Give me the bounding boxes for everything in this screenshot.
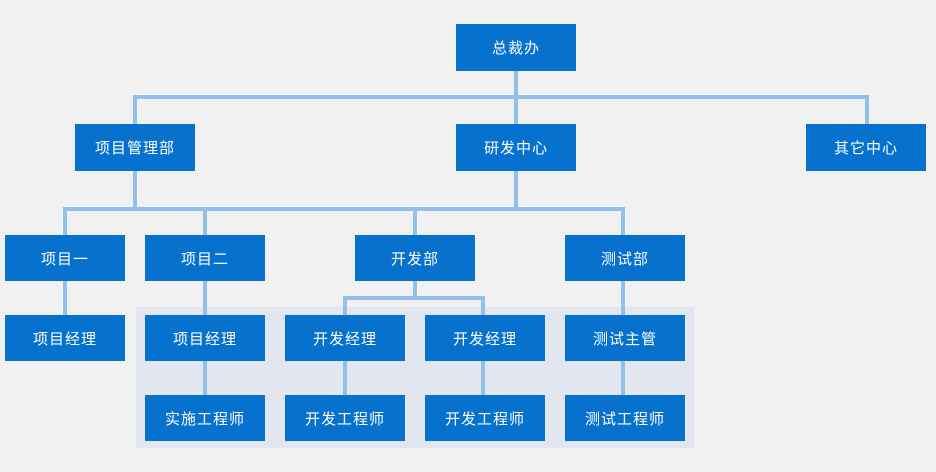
connector-drop-test-dept <box>621 207 625 235</box>
connector-drop-project-mgmt <box>133 95 137 125</box>
node-implementation-engineer[interactable]: 实施工程师 <box>145 395 265 441</box>
connector-rnd-center-down <box>514 171 518 207</box>
node-other-center[interactable]: 其它中心 <box>806 124 926 171</box>
node-project-manager-one[interactable]: 项目经理 <box>5 315 125 361</box>
node-project-manager-two[interactable]: 项目经理 <box>145 315 265 361</box>
connector-bus-level2 <box>133 95 869 99</box>
node-dev-engineer-two[interactable]: 开发工程师 <box>425 395 545 441</box>
connector-drop-other-center <box>865 95 869 125</box>
connector-dev-manager-two-to-engineer <box>481 361 485 395</box>
node-test-engineer[interactable]: 测试工程师 <box>565 395 685 441</box>
node-test-supervisor[interactable]: 测试主管 <box>565 315 685 361</box>
node-project-two[interactable]: 项目二 <box>145 235 265 281</box>
connector-drop-dev-manager-two <box>481 296 485 315</box>
node-testing-dept[interactable]: 测试部 <box>565 235 685 281</box>
connector-project-one-to-manager <box>63 281 67 315</box>
connector-dev-manager-one-to-engineer <box>343 361 347 395</box>
connector-bus-level3 <box>63 207 625 211</box>
node-project-management-dept[interactable]: 项目管理部 <box>75 124 195 171</box>
node-project-one[interactable]: 项目一 <box>5 235 125 281</box>
node-president-office[interactable]: 总裁办 <box>456 24 576 71</box>
connector-bus-dev-managers <box>343 296 485 300</box>
connector-drop-dev-manager-one <box>343 296 347 315</box>
connector-project-mgmt-down <box>133 171 137 207</box>
node-development-dept[interactable]: 开发部 <box>355 235 475 281</box>
connector-project-two-to-manager <box>203 281 207 315</box>
node-dev-manager-two[interactable]: 开发经理 <box>425 315 545 361</box>
connector-drop-project-two <box>203 207 207 235</box>
node-dev-manager-one[interactable]: 开发经理 <box>285 315 405 361</box>
connector-root-down <box>514 71 518 95</box>
connector-dev-dept-down <box>413 281 417 296</box>
connector-test-supervisor-to-engineer <box>621 361 625 395</box>
connector-project-manager-two-to-impl-engineer <box>203 361 207 395</box>
connector-drop-rnd-center <box>514 95 518 125</box>
node-dev-engineer-one[interactable]: 开发工程师 <box>285 395 405 441</box>
connector-test-dept-to-supervisor <box>621 281 625 315</box>
node-rnd-center[interactable]: 研发中心 <box>456 124 576 171</box>
connector-drop-dev-dept <box>413 207 417 235</box>
connector-drop-project-one <box>63 207 67 235</box>
